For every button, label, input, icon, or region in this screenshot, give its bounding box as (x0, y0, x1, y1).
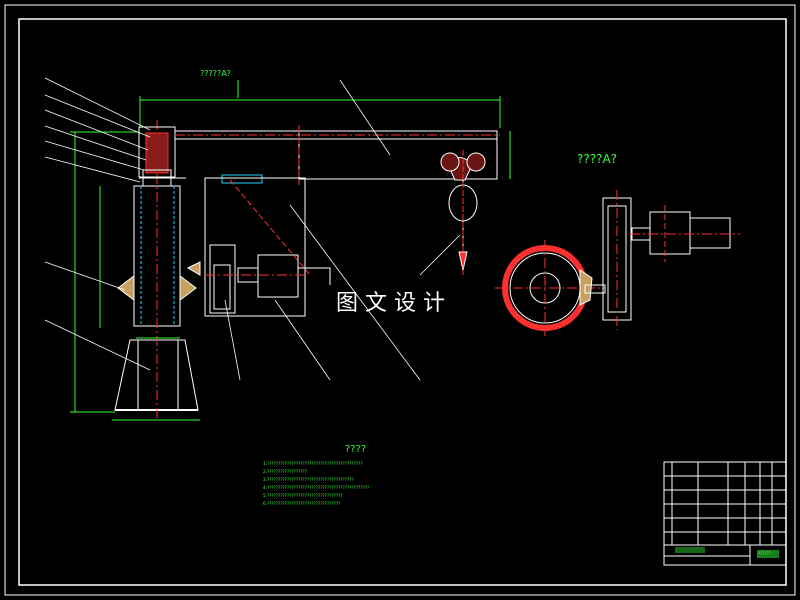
hoist (440, 150, 486, 275)
side-view-label: ????A? (577, 152, 617, 166)
outer-border (4, 4, 796, 596)
notes-title: ???? (345, 444, 366, 455)
inner-border (18, 18, 787, 586)
column-head (138, 126, 176, 178)
note-line-5: 5.?????????????????????????????????? (263, 493, 343, 498)
note-line-6: 6.????????????????????????????????? (263, 501, 340, 506)
note-line-2: 2.?????????????????? (263, 469, 307, 474)
drive-housing (204, 177, 306, 317)
side-view-a (495, 190, 740, 336)
note-line-3: 3.??????????????????????????????????????… (263, 477, 354, 482)
note-line-4: 4.??????????????????????????????????????… (263, 485, 369, 490)
top-view-label: ?????A? (200, 69, 231, 78)
title-block (663, 461, 787, 566)
drawing-name: ?????? (758, 551, 771, 556)
watermark: 图 文 设 计 (336, 291, 445, 316)
crane-main-view (44, 77, 511, 421)
note-line-1: 1.??????????????????????????????????????… (263, 461, 363, 466)
